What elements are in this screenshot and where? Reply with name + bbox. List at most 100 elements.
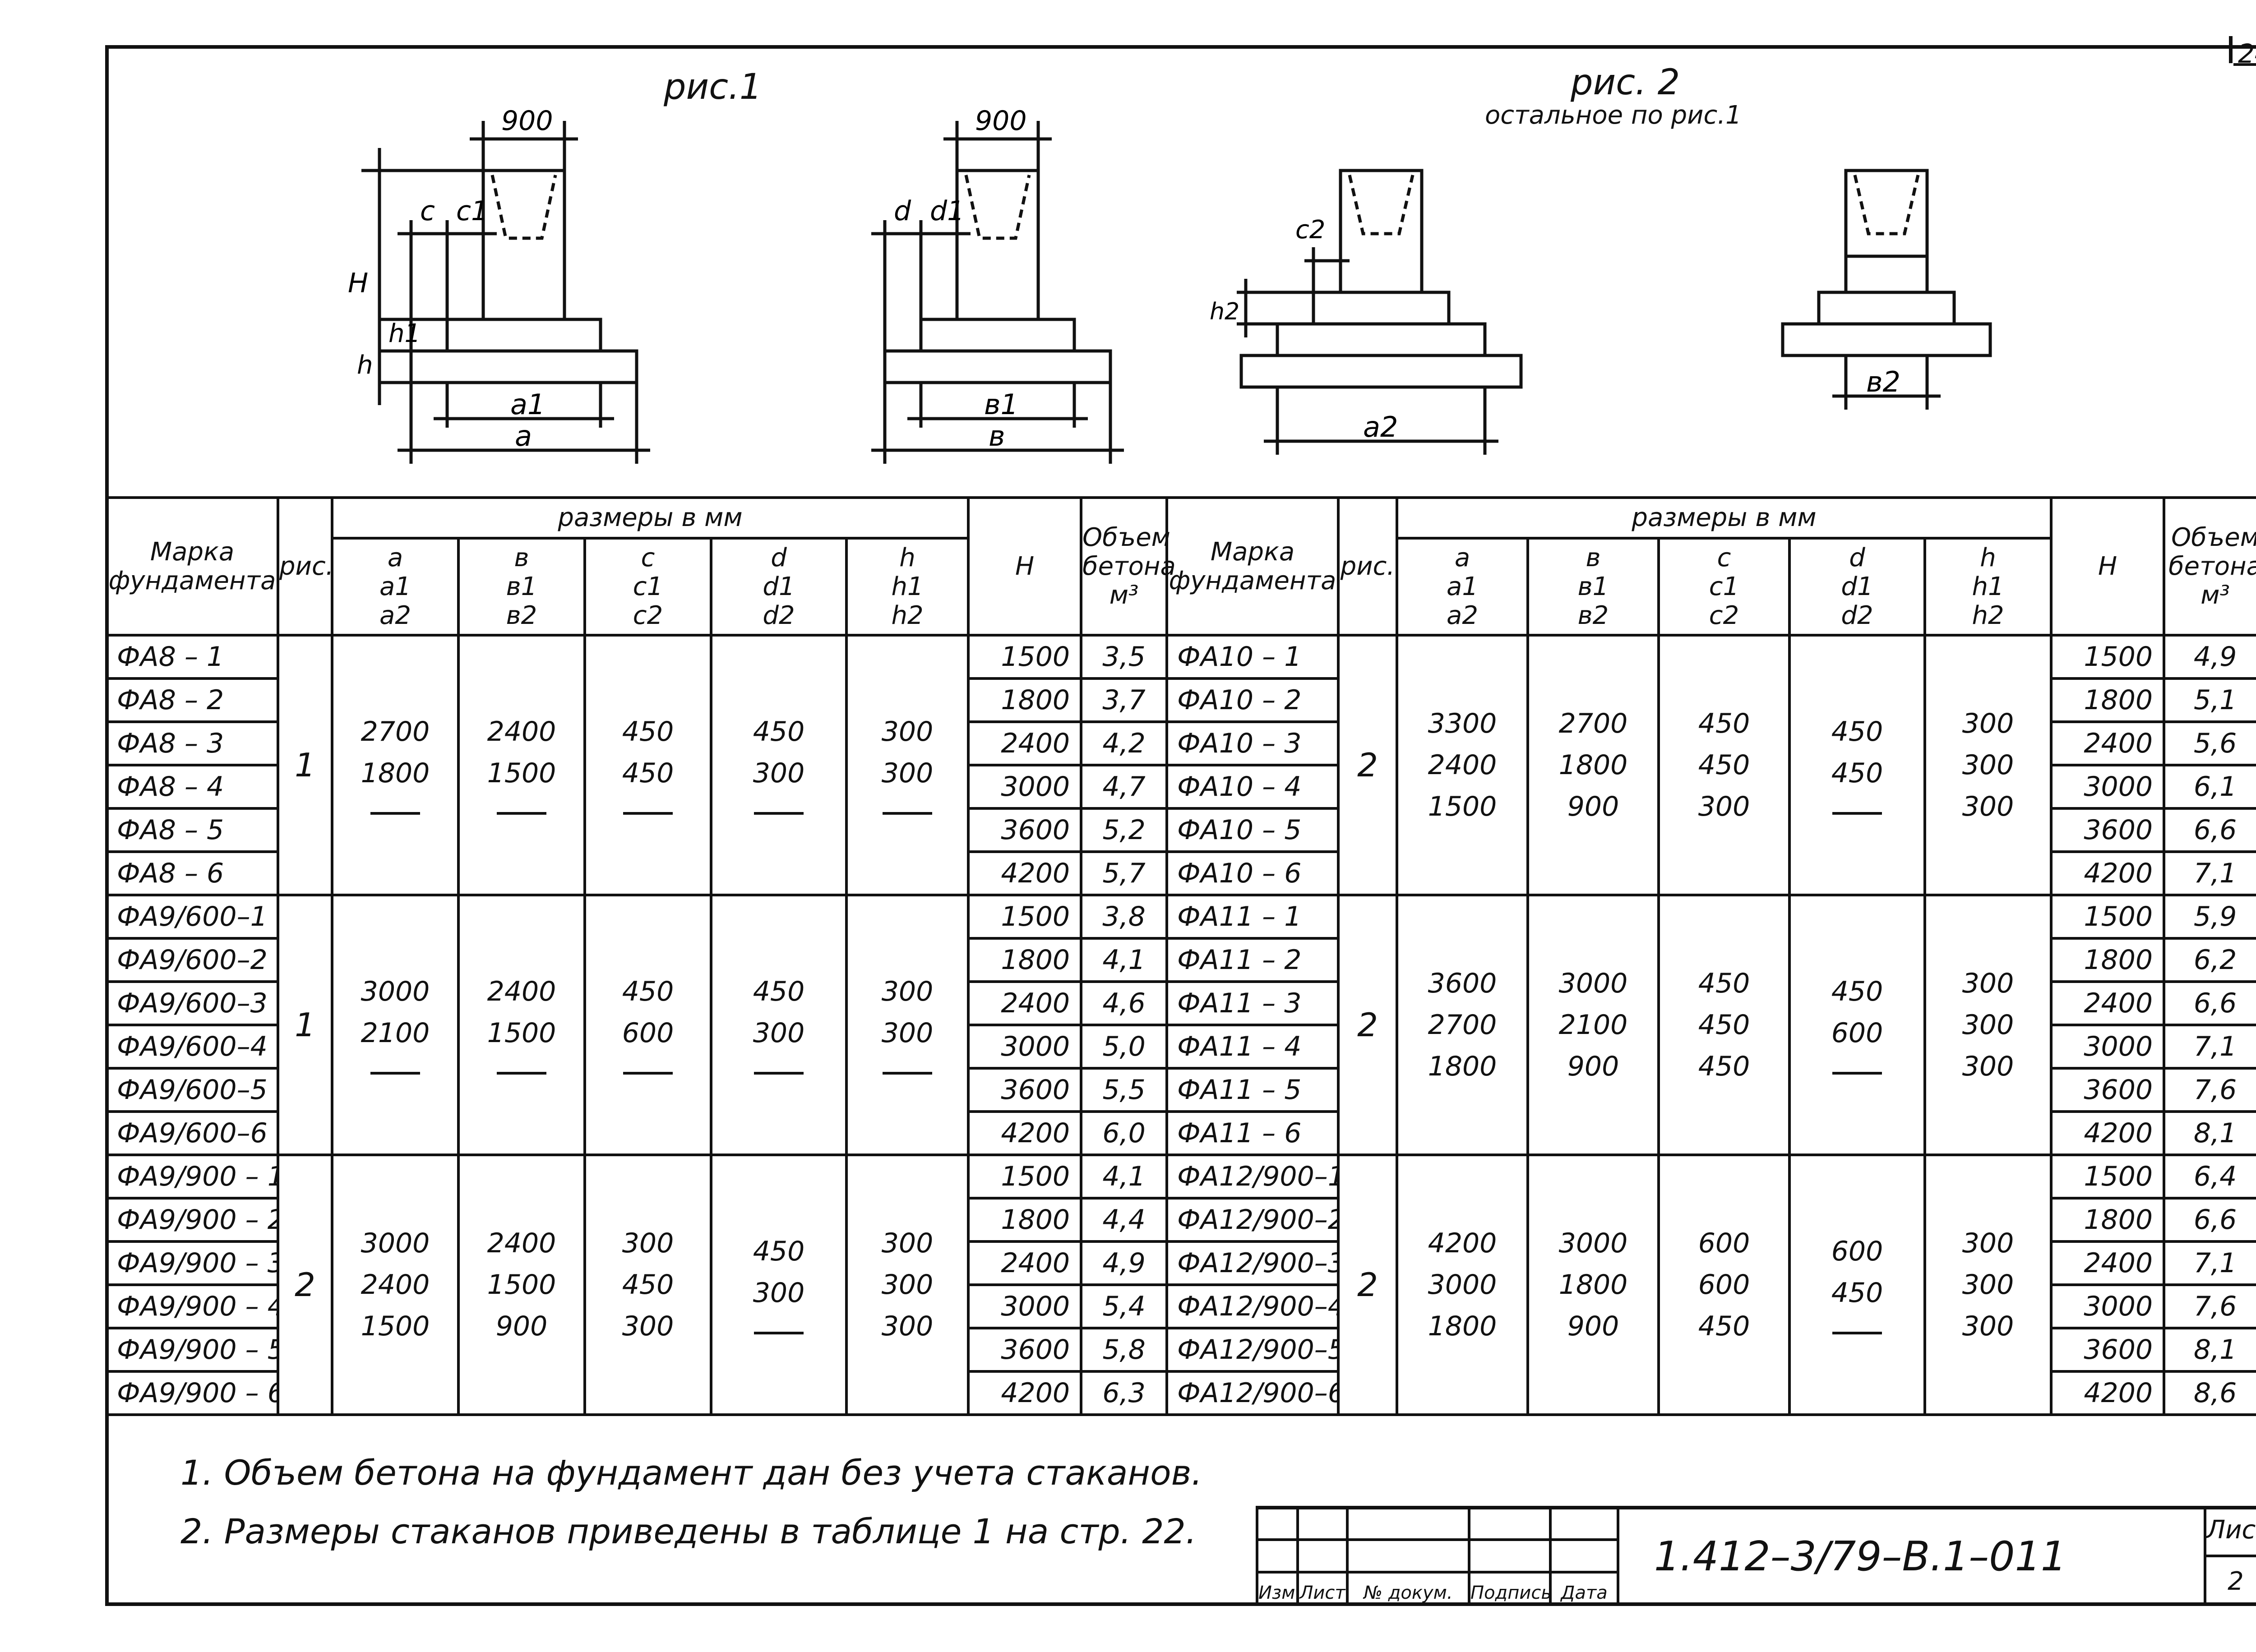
concrete-volume: 5,6 <box>2163 720 2256 766</box>
size-value: 600 <box>1698 1269 1750 1301</box>
size-value: 300 <box>1962 791 2014 822</box>
height-H: 1800 <box>2050 677 2166 723</box>
header-sizes: размеры в мм <box>330 496 970 540</box>
concrete-volume: 7,1 <box>2163 850 2256 896</box>
foundation-mark: ФА9/600–3 <box>105 980 279 1026</box>
size-value: 3000 <box>361 976 430 1007</box>
concrete-volume: 8,6 <box>2163 1370 2256 1416</box>
height-H: 4200 <box>967 1370 1083 1416</box>
size-value: 300 <box>1962 1269 2014 1301</box>
size-value: 600 <box>1831 1017 1883 1049</box>
dash-mark <box>623 1072 673 1075</box>
size-value: 450 <box>1831 976 1883 1007</box>
size-value: 450 <box>1831 716 1883 748</box>
foundation-mark: ФА11 – 2 <box>1165 937 1340 983</box>
height-H: 2400 <box>2050 980 2166 1026</box>
size-value: 3000 <box>1428 1269 1497 1301</box>
height-H: 1500 <box>967 1154 1083 1200</box>
col-sign: Подпись <box>1468 1571 1552 1606</box>
size-value: 1800 <box>1558 749 1628 781</box>
header-H: H <box>2050 496 2166 637</box>
concrete-volume: 5,5 <box>1080 1067 1169 1113</box>
figure-ref: 2 <box>277 1154 333 1416</box>
size-value: 300 <box>1962 749 2014 781</box>
size-value: 2400 <box>1428 749 1497 781</box>
height-H: 3000 <box>967 1283 1083 1329</box>
size-value: 450 <box>1831 757 1883 789</box>
height-H: 3600 <box>967 807 1083 853</box>
concrete-volume: 4,7 <box>1080 764 1169 810</box>
height-H: 1500 <box>2050 894 2166 940</box>
figure-2-elevation-a: c2 h2 a2 <box>1210 169 1523 455</box>
foundation-mark: ФА9/600–2 <box>105 937 279 983</box>
height-H: 4200 <box>967 1110 1083 1156</box>
fig1b-dim-900: 900 <box>975 105 1027 137</box>
figure-2-subtitle: остальное по рис.1 <box>1485 101 1742 130</box>
foundation-mark: ФА12/900–5 <box>1165 1327 1340 1373</box>
foundation-mark: ФА9/900 – 4 <box>105 1283 279 1329</box>
height-H: 1800 <box>967 937 1083 983</box>
size-value: 4200 <box>1428 1227 1497 1259</box>
fig1b-dim-b: в <box>989 420 1005 452</box>
size-value: 1500 <box>361 1311 430 1342</box>
size-value: 1800 <box>1558 1269 1628 1301</box>
size-value: 300 <box>1962 708 2014 739</box>
size-value: 450 <box>1698 1051 1750 1082</box>
size-value: 2700 <box>1428 1009 1497 1041</box>
header-sizes: размеры в мм <box>1395 496 2053 540</box>
size-value: 300 <box>622 1311 674 1342</box>
size-h: 300 300 300 <box>1923 634 2053 896</box>
concrete-volume: 5,1 <box>2163 677 2256 723</box>
concrete-volume: 4,9 <box>2163 634 2256 680</box>
header-fig: рис. <box>1337 496 1398 637</box>
concrete-volume: 5,0 <box>1080 1024 1169 1070</box>
concrete-volume: 4,1 <box>1080 1154 1169 1200</box>
concrete-volume: 7,1 <box>2163 1024 2256 1070</box>
height-H: 4200 <box>2050 850 2166 896</box>
size-value: 450 <box>1698 1009 1750 1041</box>
note-1: 1. Объем бетона на фундамент дан без уче… <box>180 1453 1202 1493</box>
foundation-mark: ФА10 – 6 <box>1165 850 1340 896</box>
foundation-mark: ФА9/900 – 1 <box>105 1154 279 1200</box>
height-H: 4200 <box>2050 1370 2166 1416</box>
size-value: 450 <box>1698 708 1750 739</box>
col-izm: Изм. <box>1256 1571 1301 1606</box>
concrete-volume: 6,1 <box>2163 764 2256 810</box>
size-value: 300 <box>881 757 934 789</box>
header-H: H <box>967 496 1083 637</box>
concrete-volume: 3,8 <box>1080 894 1169 940</box>
dash-mark <box>1832 1072 1882 1075</box>
foundation-mark: ФА11 – 5 <box>1165 1067 1340 1113</box>
size-value: 300 <box>1698 791 1750 822</box>
concrete-volume: 8,1 <box>2163 1110 2256 1156</box>
height-H: 2400 <box>967 720 1083 766</box>
foundation-mark: ФА10 – 4 <box>1165 764 1340 810</box>
foundation-mark: ФА12/900–1 <box>1165 1154 1340 1200</box>
foundation-mark: ФА10 – 5 <box>1165 807 1340 853</box>
size-value: 300 <box>881 976 934 1007</box>
fig1-dim-c1: c1 <box>456 195 488 227</box>
concrete-volume: 6,0 <box>1080 1110 1169 1156</box>
fig1-dim-a: a <box>515 420 532 452</box>
size-value: 300 <box>1962 1051 2014 1082</box>
foundation-mark: ФА9/600–5 <box>105 1067 279 1113</box>
